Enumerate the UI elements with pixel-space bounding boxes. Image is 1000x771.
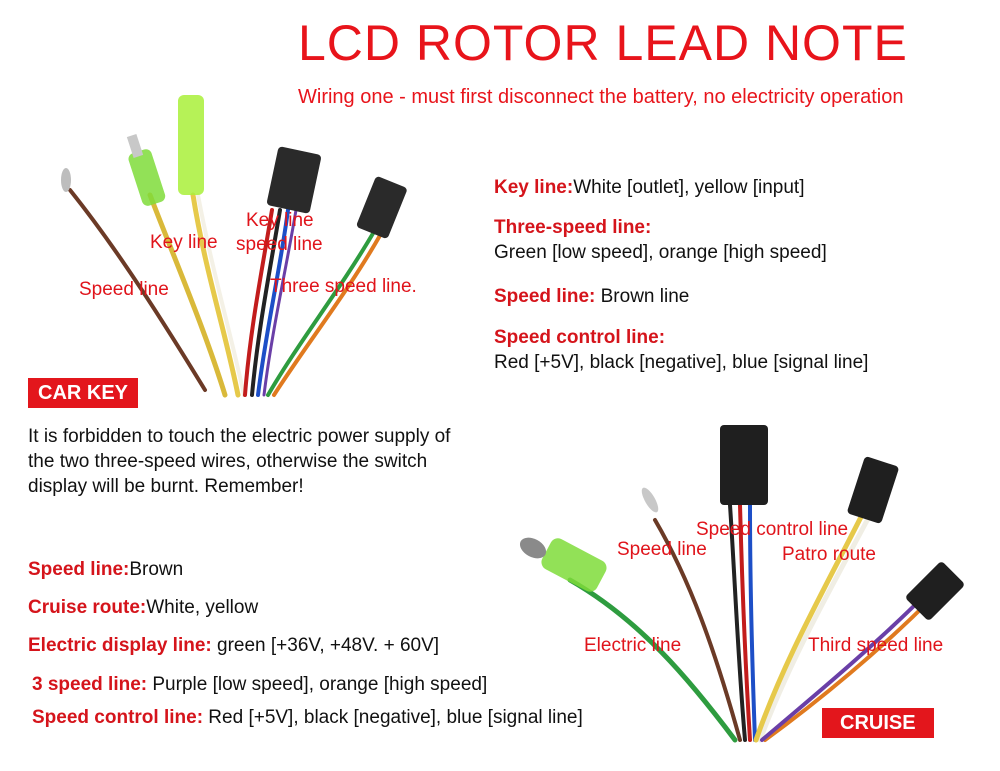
- label-electric-line: Electric line: [584, 635, 682, 656]
- cruise-spec-speed-line: Speed line:Brown: [28, 558, 183, 581]
- spec-key: Speed line:: [28, 559, 130, 580]
- spec-value: Red [+5V], black [negative], blue [signa…: [203, 707, 583, 728]
- cruise-spec-speed-control: Speed control line: Red [+5V], black [ne…: [32, 706, 583, 729]
- label-key-line: Key line: [150, 232, 218, 253]
- cruise-wire-bundle: [567, 503, 932, 743]
- spec-key: Key line:: [494, 177, 574, 198]
- spec-value: green [+36V, +48V. + 60V]: [211, 635, 440, 656]
- spec-key: Three-speed line:: [494, 217, 652, 238]
- car-key-spec-three-speed: Three-speed line: Green [low speed], ora…: [494, 216, 827, 264]
- spec-key: Cruise route:: [28, 597, 147, 618]
- label-speed-line: Speed line: [79, 279, 169, 300]
- label-key-line-2: Key line: [246, 210, 314, 231]
- label-speed-line-top: speed line: [236, 234, 323, 255]
- car-key-connectors: [61, 95, 407, 239]
- spec-value: White, yellow: [146, 597, 259, 618]
- car-key-spec-speed-line: Speed line: Brown line: [494, 285, 689, 308]
- cruise-spec-cruise-route: Cruise route:White, yellow: [28, 596, 258, 619]
- spec-value: Purple [low speed], orange [high speed]: [147, 674, 488, 695]
- spec-value: Red [+5V], black [negative], blue [signa…: [494, 352, 869, 373]
- spec-key: Electric display line:: [28, 635, 212, 656]
- warning-note: It is forbidden to touch the electric po…: [28, 426, 451, 497]
- car-key-badge: CAR KEY: [28, 378, 139, 408]
- cruise-badge: CRUISE: [822, 708, 934, 738]
- spec-key: Speed control line:: [494, 327, 666, 348]
- spec-key: Speed line:: [494, 286, 596, 307]
- spec-key: 3 speed line:: [32, 674, 148, 695]
- spec-key: Speed control line:: [32, 707, 204, 728]
- page-subtitle: Wiring one - must first disconnect the b…: [298, 86, 904, 108]
- spec-value: Green [low speed], orange [high speed]: [494, 242, 827, 263]
- label-third-speed-line: Third speed line: [808, 635, 944, 656]
- label-cruise-speed-line: Speed line: [617, 539, 707, 560]
- spec-value: Brown: [129, 559, 184, 580]
- car-key-spec-speed-control: Speed control line: Red [+5V], black [ne…: [494, 326, 868, 374]
- label-patro-route: Patro route: [782, 544, 876, 565]
- page-title: LCD ROTOR LEAD NOTE: [298, 15, 908, 71]
- label-three-speed-line: Three speed line.: [270, 276, 417, 297]
- spec-value: White [outlet], yellow [input]: [573, 177, 805, 198]
- cruise-spec-electric-display: Electric display line: green [+36V, +48V…: [28, 634, 439, 657]
- car-key-wire-bundle: [68, 188, 384, 398]
- label-speed-control-line: Speed control line: [696, 519, 849, 540]
- spec-value: Brown line: [595, 286, 690, 307]
- cruise-connectors: [519, 425, 964, 620]
- car-key-spec-key-line: Key line:White [outlet], yellow [input]: [494, 176, 804, 199]
- cruise-spec-3-speed: 3 speed line: Purple [low speed], orange…: [32, 673, 487, 696]
